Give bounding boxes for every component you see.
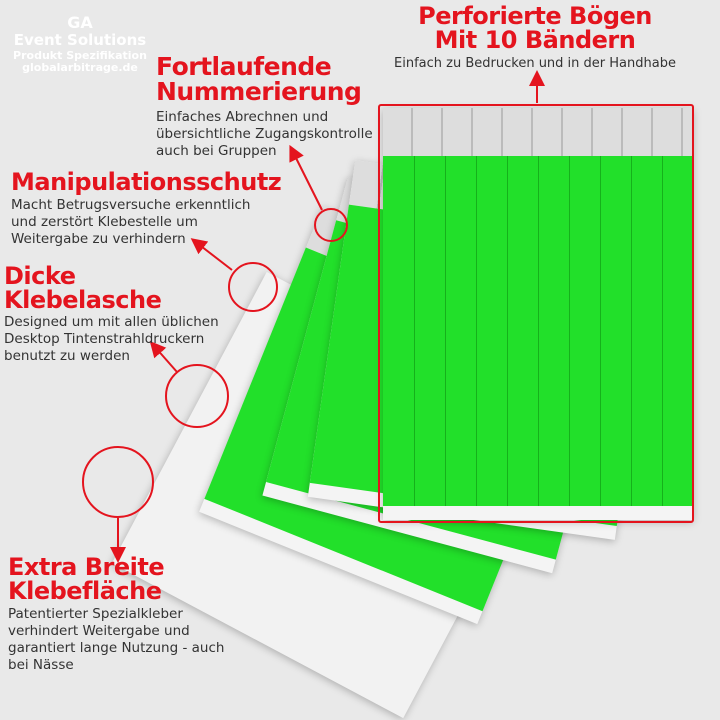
feature-adhesive: Extra Breite Klebefläche Patentierter Sp… [8, 555, 224, 674]
band-perforation [414, 156, 415, 506]
wristband-sheet-front [383, 108, 693, 520]
desc-line: verhindert Weitergabe und [8, 622, 190, 639]
feature-desc: Einfaches Abrechnen und übersichtliche Z… [156, 109, 373, 160]
arrow-tab [149, 340, 178, 373]
arrow-numbering [289, 144, 323, 211]
desc-line: und zerstört Klebestelle um [11, 213, 198, 230]
numbering-circle [314, 208, 348, 242]
feature-tab: Dicke Klebelasche Designed um mit allen … [4, 264, 219, 365]
feature-title: Fortlaufende [156, 52, 332, 81]
desc-line: Einfaches Abrechnen und [156, 109, 329, 125]
desc-line: Patentierter Spezialkleber [8, 606, 183, 622]
desc-line: Desktop Tintenstrahldruckern [4, 330, 205, 347]
adhesive-circle [82, 446, 154, 518]
feature-title: Nummerierung [156, 77, 362, 106]
highlight-frame [378, 104, 694, 523]
feature-title: Klebelasche [4, 286, 162, 314]
feature-numbering: Fortlaufende Nummerierung Einfaches Abre… [156, 54, 373, 160]
watermark-url: globalarbitrage.de [22, 61, 138, 75]
desc-line: auch bei Gruppen [156, 142, 277, 159]
feature-title: Perforierte Bögen [418, 2, 652, 30]
arrow-tamper [190, 238, 233, 271]
band-perforation [631, 156, 632, 506]
desc-line: benutzt zu werden [4, 347, 130, 364]
feature-title: Klebefläche [8, 577, 162, 605]
band-perforation [445, 156, 446, 506]
watermark-subtitle: Produkt Spezifikation [13, 48, 147, 62]
feature-desc: Einfach zu Bedrucken und in der Handhabe [394, 56, 676, 71]
band-perforation [507, 156, 508, 506]
feature-perforation: Perforierte Bögen Mit 10 Bändern Einfach… [380, 4, 690, 72]
watermark-ga: GA [67, 13, 93, 32]
feature-tamper: Manipulationsschutz Macht Betrugsversuch… [11, 168, 282, 248]
tab-circle [165, 364, 229, 428]
feature-title: Manipulationsschutz [11, 168, 282, 196]
desc-line: Macht Betrugsversuche erkenntlich [11, 197, 251, 213]
tamper-circle [228, 262, 278, 312]
band-perforation [569, 156, 570, 506]
band-perforation [538, 156, 539, 506]
desc-line: Weitergabe zu verhindern [11, 230, 186, 247]
desc-line: bei Nässe [8, 656, 74, 673]
band-perforation [600, 156, 601, 506]
watermark-company: Event Solutions [13, 31, 147, 50]
feature-desc: Designed um mit allen üblichen Desktop T… [4, 314, 219, 365]
desc-line: Designed um mit allen üblichen [4, 314, 219, 330]
watermark: GA Event Solutions Produkt Spezifikation… [0, 13, 160, 75]
desc-line: garantiert lange Nutzung - auch [8, 639, 225, 656]
feature-desc: Patentierter Spezialkleber verhindert We… [8, 606, 224, 674]
desc-line: übersichtliche Zugangskontrolle [156, 125, 373, 142]
band-perforation [662, 156, 663, 506]
feature-title: Dicke [4, 262, 76, 290]
feature-title: Mit 10 Bändern [434, 26, 636, 54]
feature-desc: Macht Betrugsversuche erkenntlich und ze… [11, 197, 281, 248]
feature-title: Extra Breite [8, 553, 165, 581]
band-perforation [476, 156, 477, 506]
